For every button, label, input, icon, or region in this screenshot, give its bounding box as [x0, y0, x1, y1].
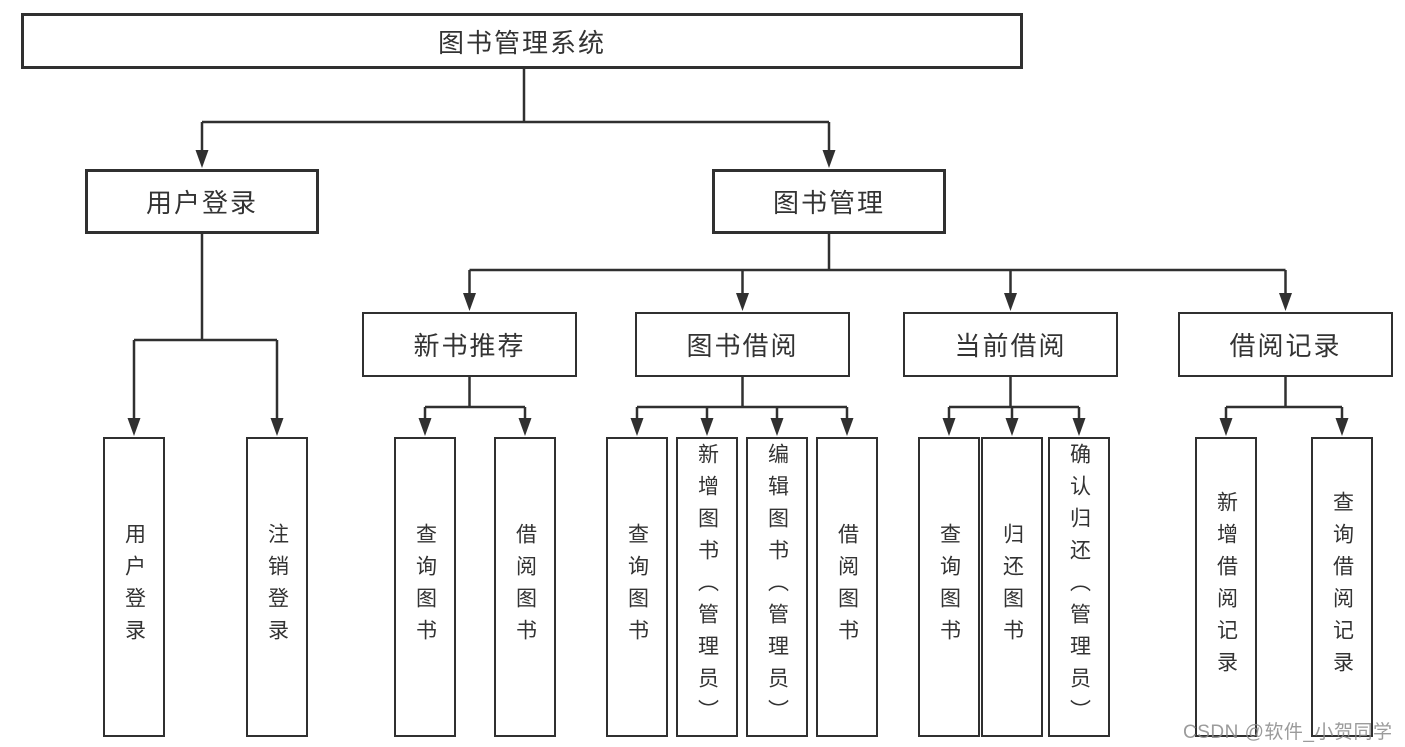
leaf-add-borrow-record: 新增借阅记录: [1195, 437, 1257, 737]
node-book-management-label: 图书管理: [772, 188, 885, 218]
node-borrowing-records-label: 借阅记录: [1229, 331, 1342, 361]
leaf-add-books-admin-label: 新增图书（管理员）: [695, 443, 719, 731]
leaf-logout: 注销登录: [246, 437, 308, 737]
node-new-book-recommend: 新书推荐: [362, 312, 577, 377]
node-user-login-label: 用户登录: [145, 188, 258, 218]
leaf-user-login-label: 用户登录: [122, 523, 146, 651]
leaf-borrow-books-borrowing-label: 借阅图书: [835, 523, 859, 651]
arrowheads: [127, 150, 1349, 436]
node-current-borrowing-label: 当前借阅: [954, 331, 1067, 361]
node-root: 图书管理系统: [21, 13, 1023, 69]
leaf-edit-books-admin-label: 编辑图书（管理员）: [765, 443, 789, 731]
leaf-add-books-admin: 新增图书（管理员）: [676, 437, 738, 737]
leaf-borrow-books-recommend-label: 借阅图书: [513, 523, 537, 651]
leaf-query-borrow-record-label: 查询借阅记录: [1330, 491, 1354, 683]
leaf-add-borrow-record-label: 新增借阅记录: [1214, 491, 1238, 683]
watermark: CSDN @软件_小贺同学: [1183, 722, 1393, 743]
node-borrowing-records: 借阅记录: [1178, 312, 1393, 377]
node-user-login: 用户登录: [85, 169, 319, 234]
node-book-management: 图书管理: [712, 169, 946, 234]
leaf-user-login: 用户登录: [103, 437, 165, 737]
leaf-return-books: 归还图书: [981, 437, 1043, 737]
leaf-logout-label: 注销登录: [265, 523, 289, 651]
leaf-query-books-recommend: 查询图书: [394, 437, 456, 737]
leaf-query-books-recommend-label: 查询图书: [413, 523, 437, 651]
node-book-borrowing-label: 图书借阅: [686, 331, 799, 361]
node-current-borrowing: 当前借阅: [903, 312, 1118, 377]
leaf-confirm-return-admin-label: 确认归还（管理员）: [1067, 443, 1091, 731]
node-new-book-recommend-label: 新书推荐: [413, 331, 526, 361]
leaf-edit-books-admin: 编辑图书（管理员）: [746, 437, 808, 737]
leaf-query-books-borrowing: 查询图书: [606, 437, 668, 737]
leaf-return-books-label: 归还图书: [1000, 523, 1024, 651]
leaf-query-books-current: 查询图书: [918, 437, 980, 737]
node-book-borrowing: 图书借阅: [635, 312, 850, 377]
leaf-query-borrow-record: 查询借阅记录: [1311, 437, 1373, 737]
leaf-borrow-books-borrowing: 借阅图书: [816, 437, 878, 737]
leaf-confirm-return-admin: 确认归还（管理员）: [1048, 437, 1110, 737]
leaf-borrow-books-recommend: 借阅图书: [494, 437, 556, 737]
leaf-query-books-current-label: 查询图书: [937, 523, 961, 651]
node-root-label: 图书管理系统: [437, 27, 606, 58]
leaf-query-books-borrowing-label: 查询图书: [625, 523, 649, 651]
